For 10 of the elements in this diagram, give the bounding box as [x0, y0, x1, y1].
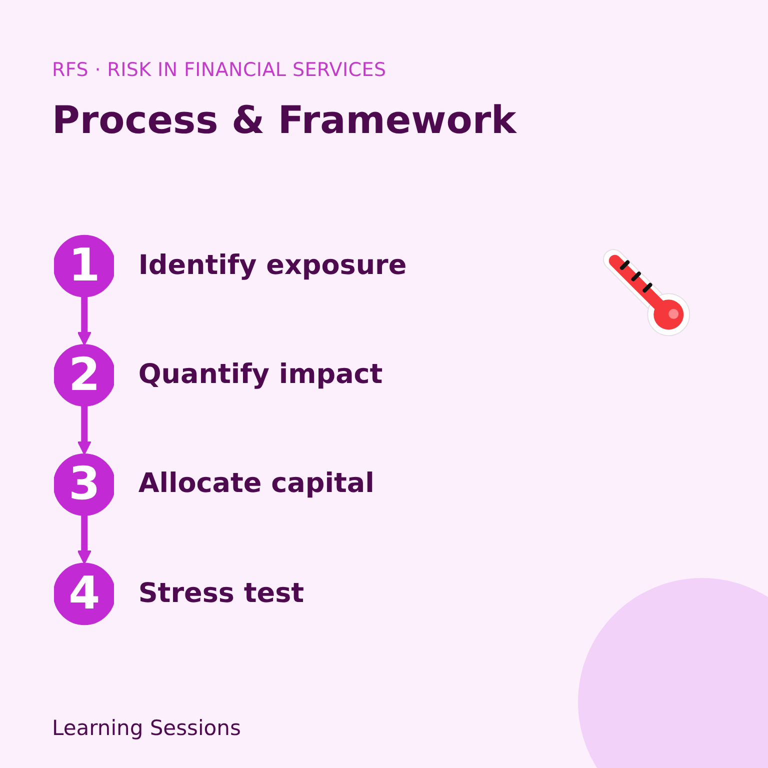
arrow	[76, 515, 92, 564]
title: Process & Framework	[52, 98, 516, 142]
step-label: Quantify impact	[138, 359, 383, 392]
step-label: Allocate capital	[138, 468, 374, 501]
category-label: RFS · RISK IN FINANCIAL SERVICES	[52, 59, 386, 81]
step-label: Stress test	[138, 578, 304, 610]
footer-text: Learning Sessions	[52, 716, 241, 740]
arrow	[76, 406, 92, 455]
step-label: Identify exposure	[138, 250, 407, 282]
arrow	[76, 296, 92, 346]
